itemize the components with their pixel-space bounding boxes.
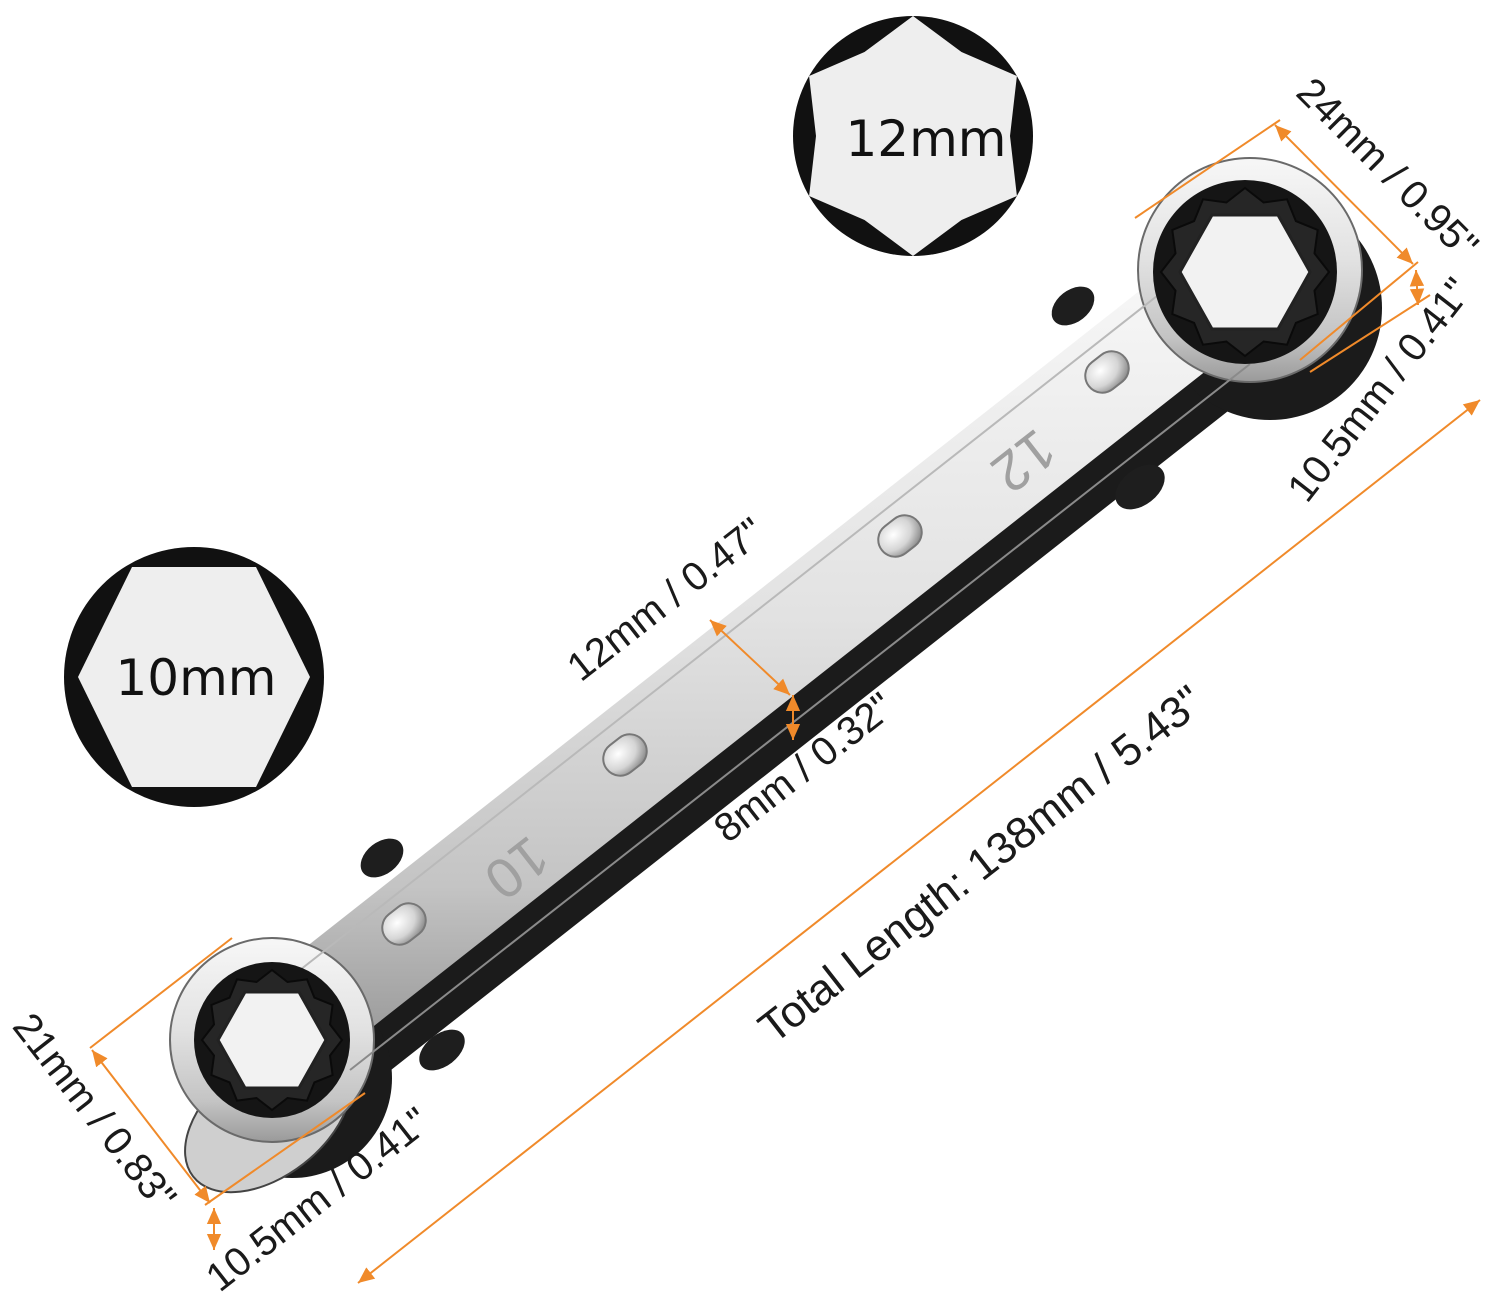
ext-24-b [1299, 261, 1419, 361]
ext-24-a [1134, 119, 1281, 219]
hexagon-shape [78, 567, 310, 787]
dim-21 [91, 1049, 211, 1204]
dim-24 [1274, 124, 1414, 265]
wrench: 12 10 [169, 157, 1382, 1194]
rivet-1 [1084, 350, 1130, 394]
label-21mm: 21mm / 0.83" [4, 1005, 184, 1218]
badge-12mm: 12mm [793, 16, 1033, 256]
badge-10mm-label: 10mm [115, 649, 276, 707]
ext-21-a [89, 937, 233, 1049]
ext-21-b [204, 1092, 366, 1206]
large-head-opening [1153, 180, 1337, 364]
badge-10mm: 10mm [64, 547, 324, 807]
shank-edge-bottom [349, 363, 1251, 1071]
dim-total-length [357, 399, 1481, 1284]
small-head-hex-hole [216, 990, 328, 1090]
ext-105-top [1309, 294, 1431, 373]
dimension-lines [89, 119, 1481, 1284]
shank-edge-top [299, 269, 1191, 971]
small-head-opening [194, 962, 350, 1118]
twelve-point-shape [809, 16, 1017, 256]
lever-large-top [1051, 286, 1095, 326]
dim-105-top [1409, 269, 1425, 306]
badge-12mm-label: 12mm [845, 110, 1006, 168]
